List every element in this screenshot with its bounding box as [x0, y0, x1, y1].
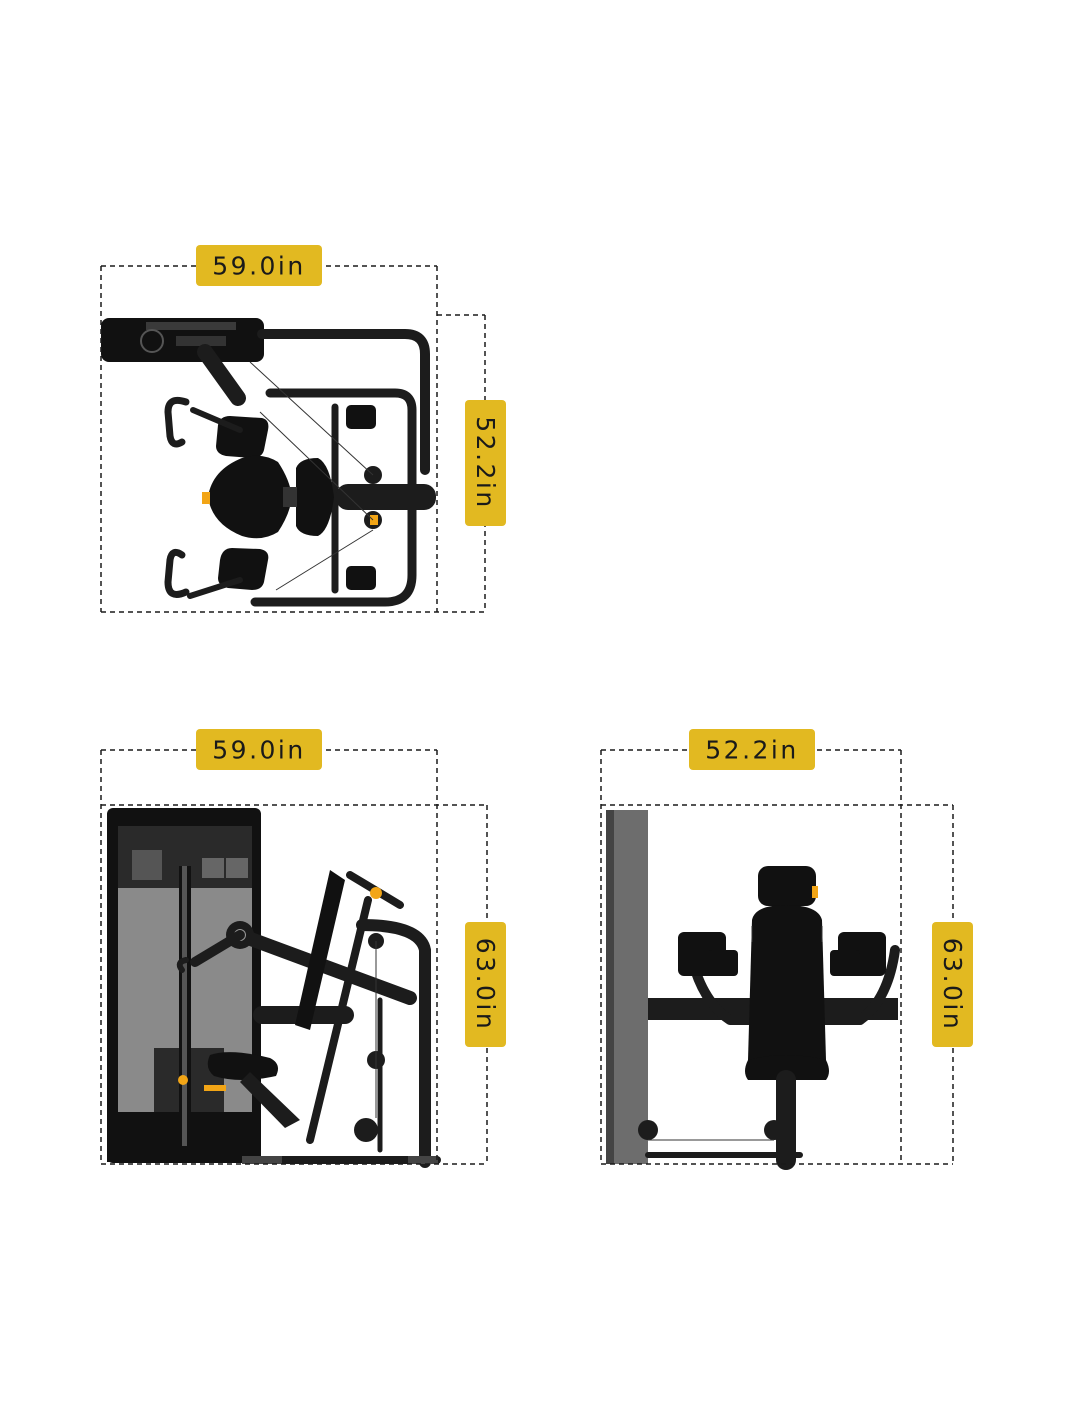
top-view-depth-dimension: 52.2in: [437, 314, 506, 612]
top-view-width-dimension: 59.0in: [100, 245, 485, 613]
front-view-width-dimension: 52.2in: [600, 729, 953, 1165]
side-view-width-dimension: 59.0in: [100, 729, 487, 1165]
top-view-machine: [101, 318, 436, 607]
front-view-machine: [606, 810, 900, 1170]
side-width-label: 59.0in: [196, 729, 322, 770]
side-view-machine: [107, 808, 441, 1168]
svg-text:59.0in: 59.0in: [212, 252, 305, 281]
svg-text:63.0in: 63.0in: [938, 938, 967, 1031]
front-view: 52.2in 63.0in: [600, 729, 973, 1170]
side-view: 59.0in 63.0in: [100, 729, 506, 1168]
front-height-label: 63.0in: [932, 922, 973, 1047]
top-view: 59.0in 52.2in: [100, 245, 506, 613]
top-width-label: 59.0in: [196, 245, 322, 286]
front-width-label: 52.2in: [689, 729, 815, 770]
svg-text:59.0in: 59.0in: [212, 736, 305, 765]
svg-text:63.0in: 63.0in: [471, 938, 500, 1031]
top-depth-label: 52.2in: [465, 400, 506, 526]
side-view-height-dimension: 63.0in: [101, 804, 506, 1164]
svg-text:52.2in: 52.2in: [705, 736, 798, 765]
svg-text:52.2in: 52.2in: [471, 416, 500, 509]
front-view-height-dimension: 63.0in: [601, 804, 973, 1164]
side-height-label: 63.0in: [465, 922, 506, 1047]
